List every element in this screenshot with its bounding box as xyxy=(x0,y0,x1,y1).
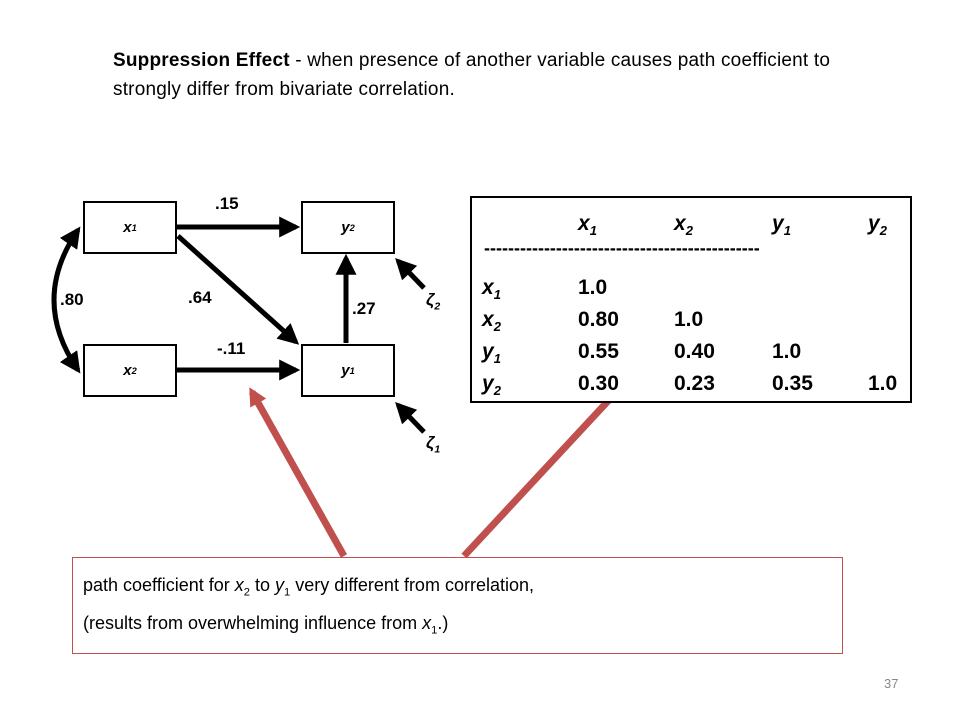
matrix-cell: 1.0 xyxy=(868,372,898,395)
matrix-cell: 1.0 xyxy=(772,340,802,363)
matrix-cell: 0.80 xyxy=(578,308,619,331)
path-label-y1-y2: .27 xyxy=(352,299,376,318)
path-label-x2-y1: -.11 xyxy=(217,339,246,358)
note-line-2: (results from overwhelming influence fro… xyxy=(83,612,449,637)
note-box: path coefficient for x2 to y1 very diffe… xyxy=(72,557,843,654)
matrix-cell: 1.0 xyxy=(674,308,704,331)
disturbance-zeta1: ζ1 xyxy=(426,433,441,456)
correlation-matrix: x1 x2 y1 y2 ----------------------------… xyxy=(470,196,912,403)
path-label-x1-y2: .15 xyxy=(215,194,239,213)
arrow-zeta2-y2 xyxy=(395,257,426,290)
matrix-row-label-x1: x1 xyxy=(482,276,501,303)
title-bold: Suppression Effect xyxy=(113,50,290,71)
matrix-cell: 0.23 xyxy=(674,372,715,395)
page-number: 37 xyxy=(884,676,899,691)
disturbance-zeta2: ζ2 xyxy=(426,290,441,313)
matrix-cell: 1.0 xyxy=(578,276,608,299)
matrix-header-x2: x2 xyxy=(674,212,693,239)
matrix-separator: ----------------------------------------… xyxy=(484,238,760,258)
path-label-x1-y1: .64 xyxy=(188,288,212,307)
path-label-x1-x2: .80 xyxy=(60,290,84,309)
matrix-cell: 0.55 xyxy=(578,340,619,363)
slide-title: Suppression Effect - when presence of an… xyxy=(113,46,833,104)
matrix-cell: 0.35 xyxy=(772,372,813,395)
note-line-1: path coefficient for x2 to y1 very diffe… xyxy=(83,575,534,599)
matrix-header-x1: x1 xyxy=(578,212,597,239)
callout-arrow-to-path xyxy=(248,387,348,558)
matrix-row-label-x2: x2 xyxy=(482,308,501,335)
title-rest: - when presence of another variable caus… xyxy=(113,50,831,100)
arrow-x1-x2-correlation xyxy=(51,226,81,374)
arrow-zeta1-y1 xyxy=(395,401,426,434)
matrix-row-label-y1: y1 xyxy=(482,340,501,367)
matrix-header-y2: y2 xyxy=(868,212,887,239)
matrix-cell: 0.30 xyxy=(578,372,619,395)
matrix-row-label-y2: y2 xyxy=(482,372,501,399)
matrix-cell: 0.40 xyxy=(674,340,715,363)
matrix-header-y1: y1 xyxy=(772,212,791,239)
arrow-x1-y1 xyxy=(176,234,300,345)
